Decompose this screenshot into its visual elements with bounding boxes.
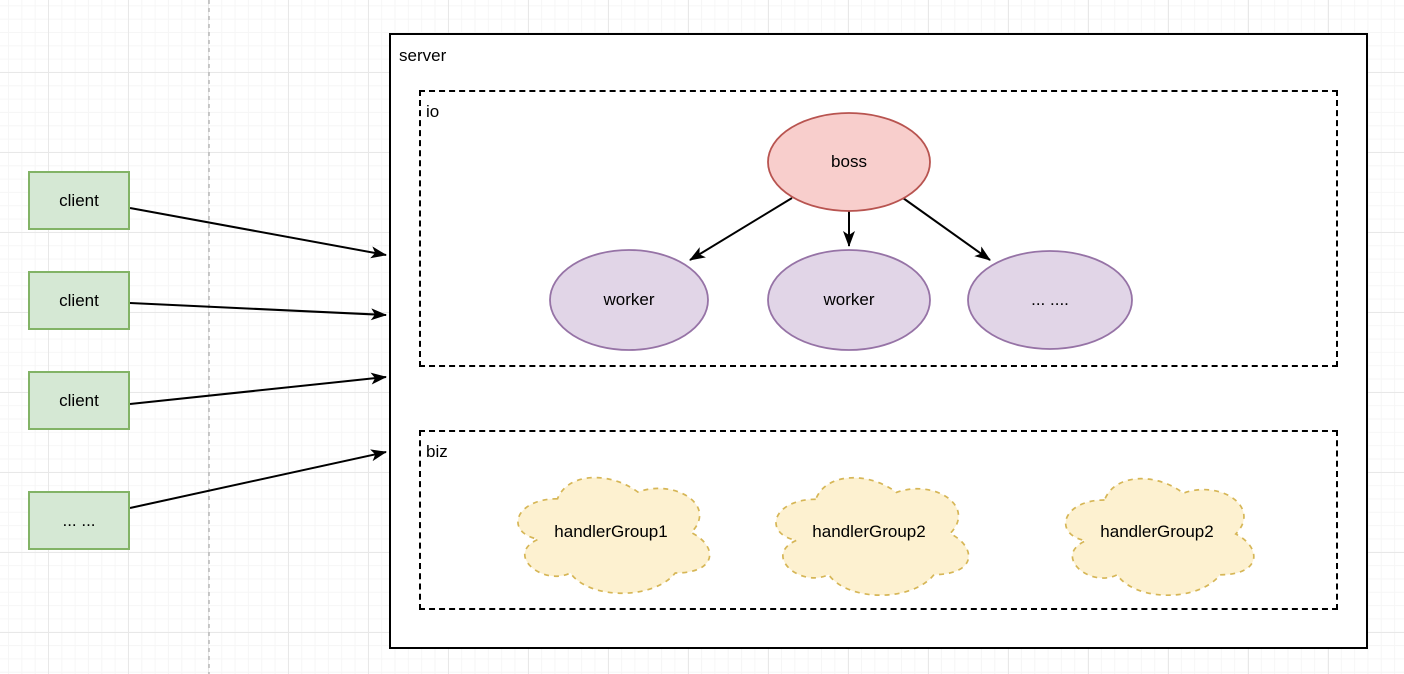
boss-node bbox=[767, 112, 931, 212]
client3-label: client bbox=[59, 390, 99, 410]
worker1-node bbox=[549, 249, 709, 351]
client2-label: client bbox=[59, 290, 99, 310]
biz-label: biz bbox=[426, 442, 448, 461]
handler-group3-cloud bbox=[1066, 479, 1254, 596]
client1-node: client bbox=[28, 171, 130, 230]
client-more-node: ... ... bbox=[28, 491, 130, 550]
arrow-client1-server bbox=[129, 207, 387, 259]
handler-group3-label: handlerGroup2 bbox=[1100, 522, 1214, 541]
handler-group1-cloud bbox=[518, 478, 710, 594]
worker-more-label: ... .... bbox=[1031, 290, 1069, 309]
handler-group1-label: handlerGroup1 bbox=[554, 522, 668, 541]
arrow-client2-server bbox=[129, 302, 387, 321]
worker1-label: worker bbox=[603, 290, 655, 309]
client-more-label: ... ... bbox=[62, 510, 96, 530]
client-server-arrows bbox=[129, 207, 387, 509]
client3-node: client bbox=[28, 371, 130, 430]
boss-worker-arrows bbox=[689, 197, 991, 261]
client1-label: client bbox=[59, 190, 99, 210]
arrow-boss-worker1 bbox=[689, 197, 793, 261]
worker-more-node bbox=[967, 250, 1133, 350]
worker2-node bbox=[767, 249, 931, 351]
handler-group2-label: handlerGroup2 bbox=[812, 522, 926, 541]
arrow-boss-worker3 bbox=[902, 197, 991, 261]
arrow-client3-server bbox=[129, 372, 387, 405]
client2-node: client bbox=[28, 271, 130, 330]
boss-label: boss bbox=[831, 152, 867, 171]
worker2-label: worker bbox=[823, 290, 875, 309]
handler-group2-cloud bbox=[776, 478, 969, 595]
server-label: server bbox=[399, 46, 447, 65]
io-label: io bbox=[426, 102, 440, 121]
arrow-client4-server bbox=[129, 449, 387, 509]
